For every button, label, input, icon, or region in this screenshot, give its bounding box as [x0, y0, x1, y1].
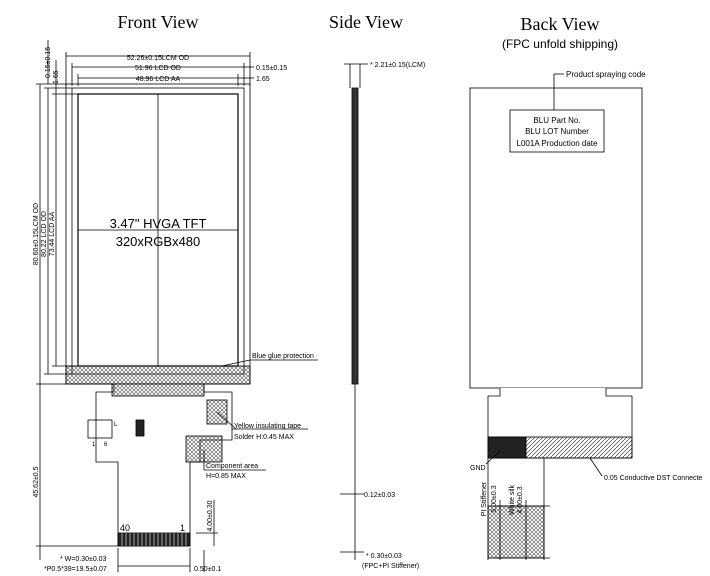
gnd-label: GND: [470, 465, 486, 472]
small-pin-6: 6: [104, 442, 108, 448]
dim-left-015: 0.15±0.15: [45, 47, 52, 78]
side-dim-030: * 0.30±0.03: [366, 553, 402, 560]
panel-resolution: 320xRGBx480: [116, 234, 201, 249]
white-silk-dim: 4.00±0.3: [517, 486, 524, 513]
blue-glue-label: Blue glue protection: [252, 353, 314, 360]
dim-right-165: 1.65: [256, 76, 270, 83]
panel-title: 3.47" HVGA TFT: [110, 216, 207, 231]
component-area-label: Component area: [206, 463, 258, 470]
dim-lcm-od-height: 80.60±0.15LCM OD: [33, 203, 40, 265]
dim-w: * W=0.30±0.03: [60, 556, 107, 563]
front-view-title: Front View: [117, 12, 198, 32]
side-view-title: Side View: [329, 12, 403, 32]
solder-label: Solder H:0.45 MAX: [234, 434, 294, 441]
dim-lcd-od-height: 80.22 LCD OD: [41, 211, 48, 257]
dim-050: 0.50±0.1: [194, 566, 221, 573]
front-dimensions: 52.26±0.15LCM OD 51.96 LCD OD 48.96 LCD …: [33, 47, 314, 573]
dim-fpc-length: 45.62±0.5: [33, 466, 40, 497]
small-pin-1: 1: [92, 442, 96, 448]
product-code-label: Product spraying code: [566, 70, 646, 79]
blu-lot-number: BLU LOT Number: [525, 127, 589, 136]
small-pin-l: L: [114, 422, 118, 428]
side-dim-thickness: * 2.21±0.15(LCM): [370, 62, 425, 69]
component-height-label: H=0.85 MAX: [206, 473, 246, 480]
dim-right-tolerance: 0.15±0.15: [256, 65, 287, 72]
pin-40-label: 40: [120, 523, 130, 533]
side-dim-030-sub: (FPC+PI Stiffener): [362, 563, 419, 570]
yellow-tape-label: Yellow insulating tape: [234, 423, 301, 430]
back-view-title: Back View: [520, 14, 599, 34]
dim-lcm-od-width: 52.26±0.15LCM OD: [127, 55, 189, 62]
pi-stiffener-label: PI Stiffener: [481, 481, 488, 516]
blu-part-no: BLU Part No.: [533, 116, 580, 125]
dim-lcd-aa-height: 73.44 LCD AA: [49, 211, 56, 256]
pin-1-label: 1: [180, 523, 185, 533]
dim-lcd-aa-width: 48.96 LCD AA: [136, 76, 181, 83]
side-view: [340, 63, 368, 560]
side-dim-012: 0.12±0.03: [364, 492, 395, 499]
pi-stiffener-dim: 5.00±0.3: [491, 485, 498, 512]
conductive-label: 0.05 Conductive DST Connecte: [604, 475, 702, 482]
back-view: [469, 73, 643, 560]
dim-400: 4.00±0.30: [207, 500, 214, 531]
front-view: [36, 40, 318, 572]
production-date: L001A Production date: [517, 139, 599, 148]
dim-lcd-od-width: 51.96 LCD OD: [135, 65, 181, 72]
back-view-subtitle: (FPC unfold shipping): [502, 37, 618, 51]
white-silk-label: White silk: [509, 485, 516, 515]
dim-pitch: *P0.5*39=19.5±0.07: [44, 566, 107, 573]
dim-left-165: 1.65: [53, 70, 60, 84]
